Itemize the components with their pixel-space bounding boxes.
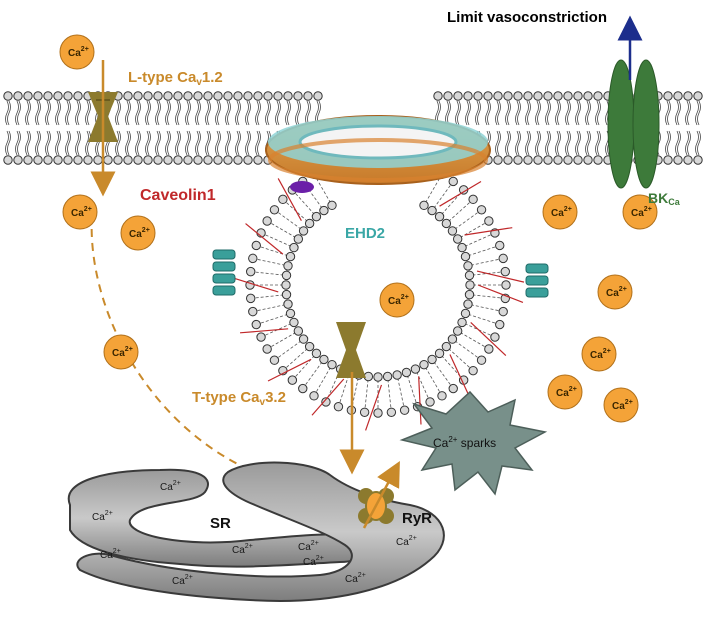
- sr-calcium-label: Ca2+: [232, 543, 253, 556]
- sr-calcium-label: Ca2+: [92, 510, 113, 523]
- ehd2-stack-right: [525, 263, 549, 298]
- sr-calcium-label: Ca2+: [303, 555, 324, 568]
- sparks-label: Ca2+ sparks: [433, 435, 496, 450]
- calcium-ion-label: Ca2+: [612, 399, 633, 412]
- caveolin-marker: [290, 181, 314, 193]
- calcium-ion: Ca2+: [547, 374, 583, 410]
- sr-label: SR: [210, 515, 231, 532]
- sr-calcium-label: Ca2+: [100, 548, 121, 561]
- t-type-channel: [336, 322, 366, 378]
- sr-calcium-label: Ca2+: [396, 535, 417, 548]
- calcium-ion: Ca2+: [603, 387, 639, 423]
- calcium-ion: Ca2+: [379, 282, 415, 318]
- sr-calcium-label: Ca2+: [172, 574, 193, 587]
- bk-label: BKCa: [648, 190, 681, 207]
- sr-calcium-label: Ca2+: [160, 480, 181, 493]
- calcium-ion-label: Ca2+: [606, 286, 627, 299]
- calcium-ion-label: Ca2+: [556, 386, 577, 399]
- sr-calcium-labels: Ca2+ Ca2+ Ca2+ Ca2+ Ca2+ Ca2+ Ca2+ Ca2+ Ca2+: [92, 480, 417, 587]
- calcium-sparks-burst: [399, 390, 548, 496]
- sr-calcium-label: Ca2+: [345, 572, 366, 585]
- calcium-ion: Ca2+: [581, 336, 617, 372]
- limit-vasoconstriction-label: Limit vasoconstriction: [447, 9, 607, 26]
- ehd2-stack-left: [212, 249, 236, 296]
- calcium-ion: Ca2+: [103, 334, 139, 370]
- caveola-membrane: [232, 169, 525, 431]
- calcium-ion-label: Ca2+: [68, 46, 89, 59]
- ehd2-label: EHD2: [345, 225, 385, 242]
- t-type-label: T-type Cav3.2: [192, 389, 286, 408]
- calcium-ion-label: Ca2+: [551, 206, 572, 219]
- calcium-ion: Ca2+: [622, 194, 658, 230]
- calcium-ion: Ca2+: [542, 194, 578, 230]
- bk-channel: [607, 59, 660, 189]
- caveolin-label: Caveolin1: [140, 187, 216, 204]
- calcium-ion-label: Ca2+: [112, 346, 133, 359]
- ryr-channel: [358, 460, 400, 529]
- calcium-ions: Ca2+ Ca2+ Ca2+ Ca2+ Ca2+ Ca2+ Ca2+ Ca2+ Ca2+ Ca2+…: [59, 34, 658, 423]
- calcium-ion: Ca2+: [597, 274, 633, 310]
- l-type-label: L-type Cav1.2: [128, 69, 223, 88]
- calcium-ion: Ca2+: [59, 34, 95, 70]
- calcium-ion: Ca2+: [62, 194, 98, 230]
- calcium-ion-label: Ca2+: [388, 294, 409, 307]
- calcium-ion: Ca2+: [120, 215, 156, 251]
- ryr-label: RyR: [402, 510, 432, 527]
- calcium-ion-label: Ca2+: [590, 348, 611, 361]
- calcium-ion-label: Ca2+: [71, 206, 92, 219]
- calcium-ion-label: Ca2+: [631, 206, 652, 219]
- ehd2-ring: [265, 115, 491, 185]
- calcium-ion-label: Ca2+: [129, 227, 150, 240]
- sr-calcium-label: Ca2+: [298, 540, 319, 553]
